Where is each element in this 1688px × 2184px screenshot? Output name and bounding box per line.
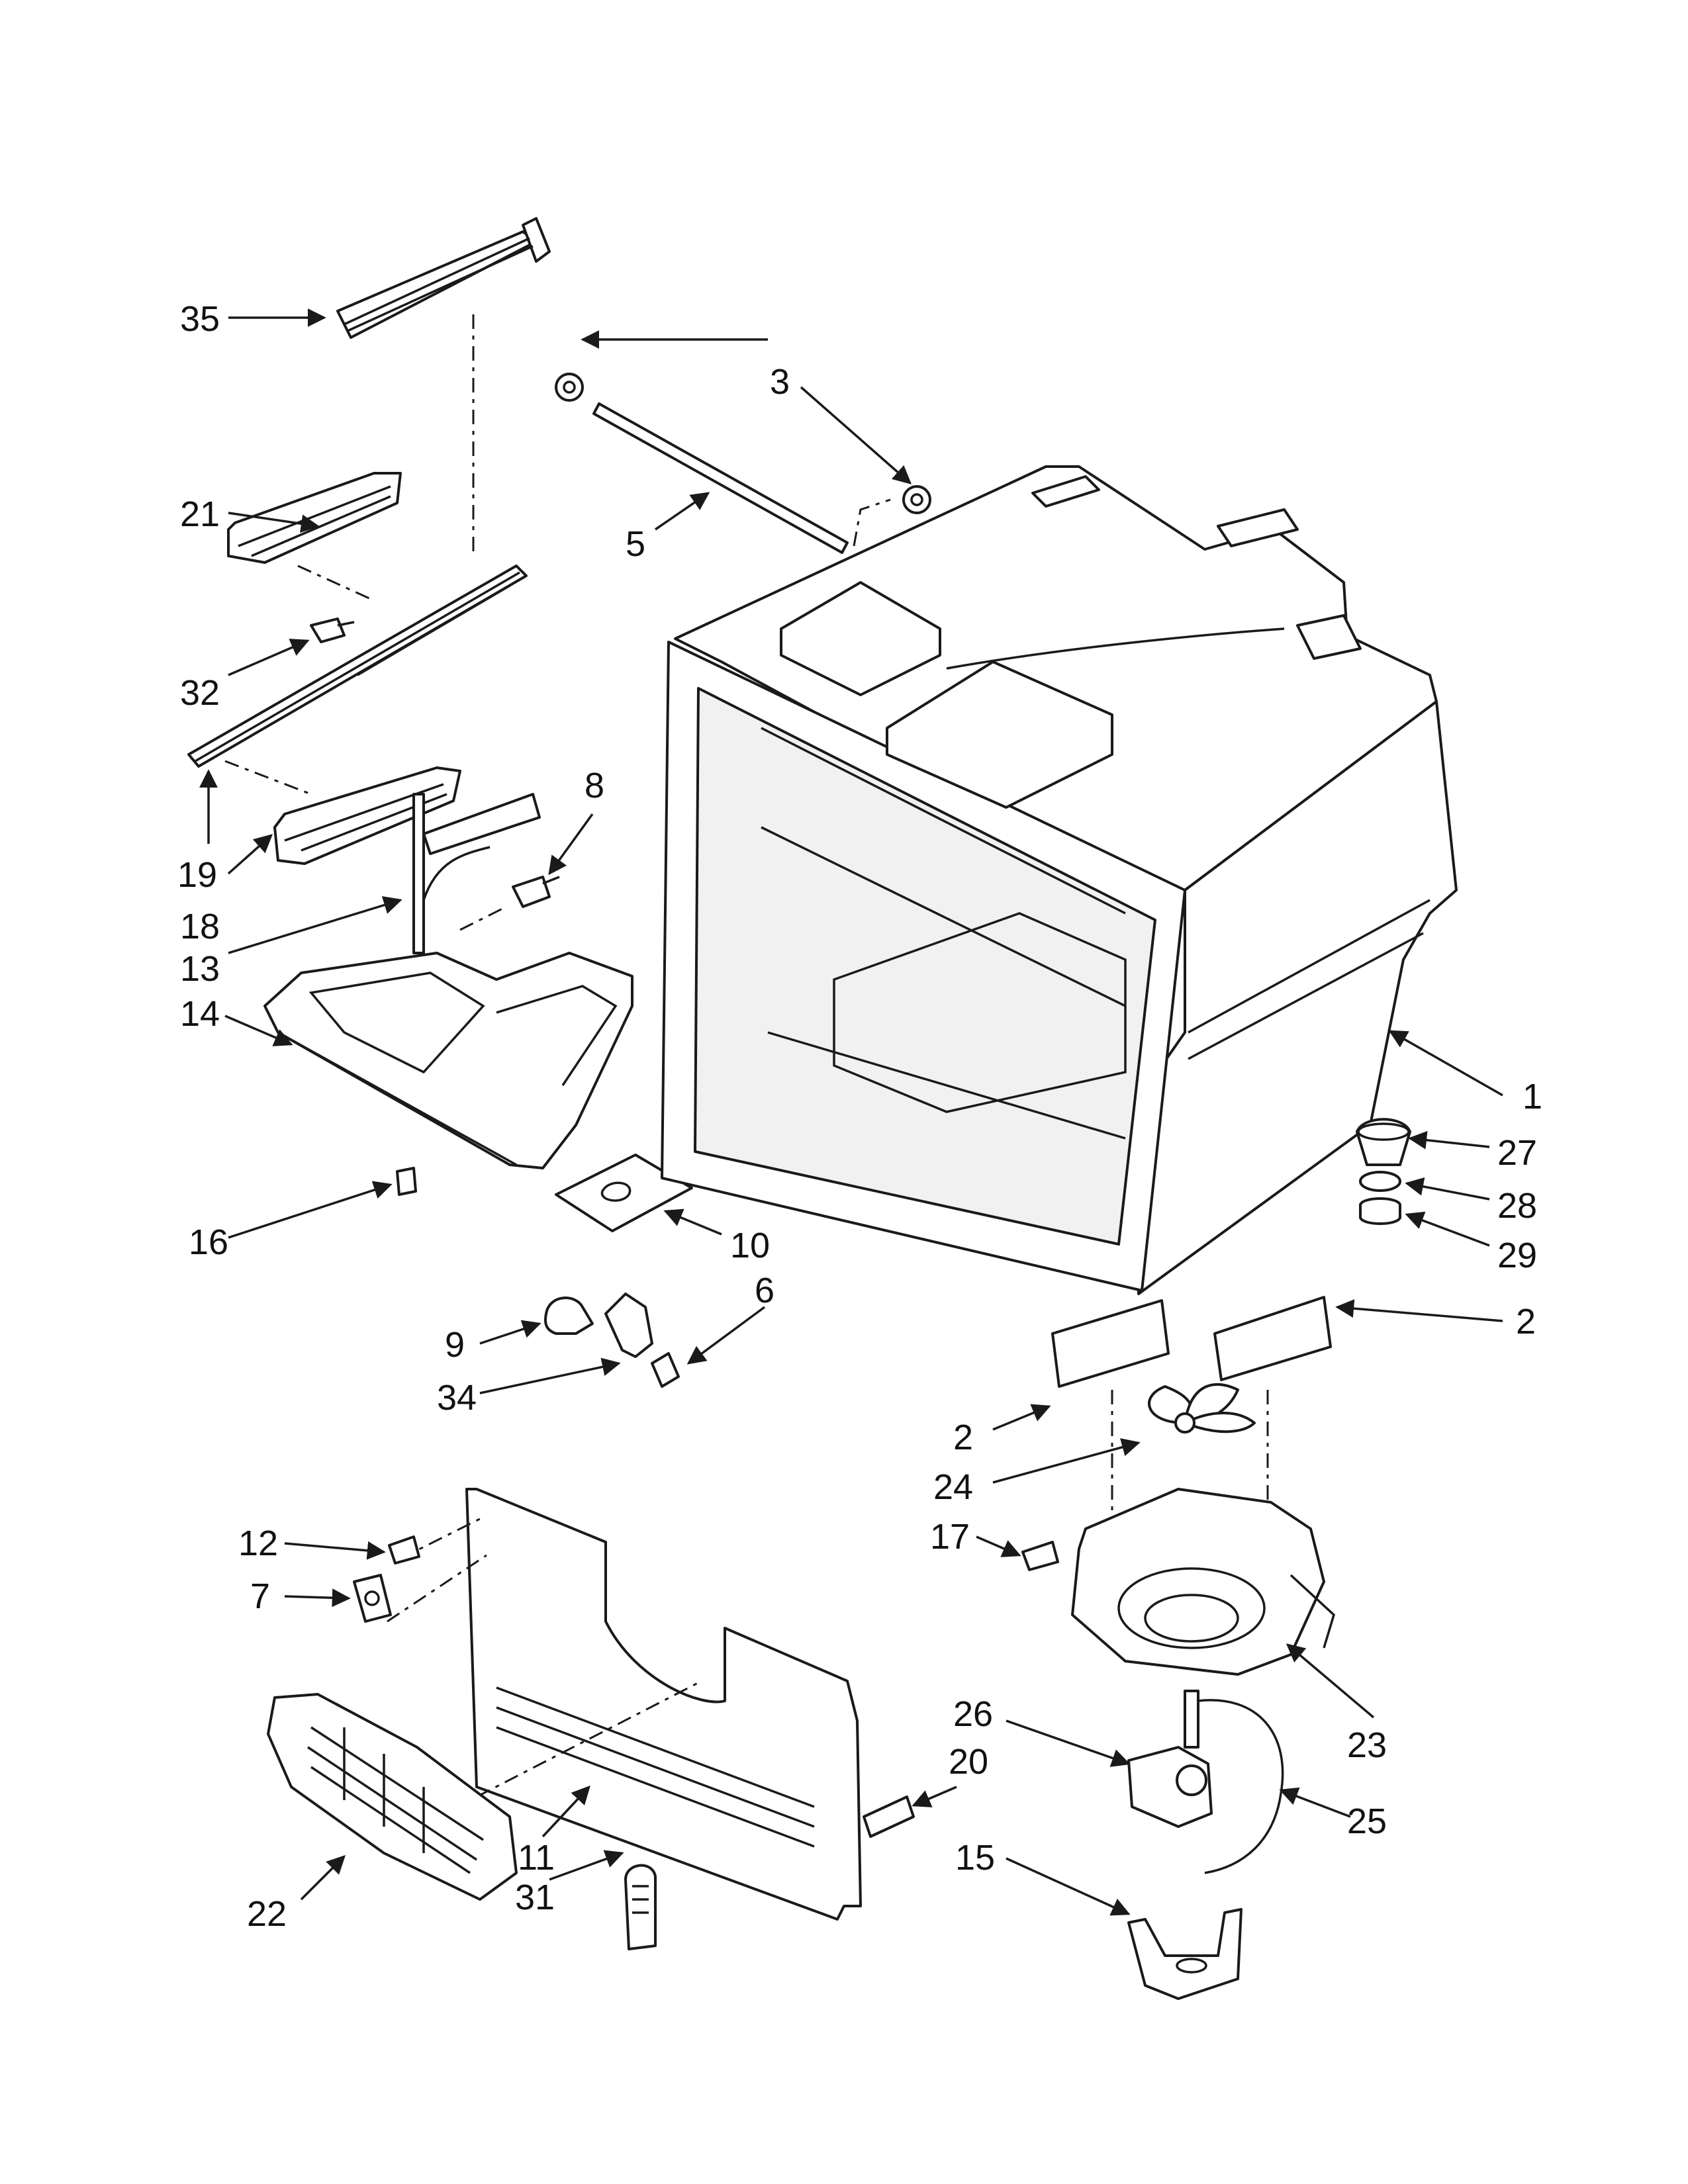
callout-15: 15	[955, 1838, 995, 1878]
callout-21: 21	[180, 494, 220, 534]
part-34-socket	[604, 1293, 653, 1358]
callout-24: 24	[933, 1467, 973, 1507]
callout-3: 3	[770, 362, 790, 402]
leader-lines	[199, 308, 1503, 1916]
callout-12: 12	[238, 1524, 278, 1563]
part-7-socket	[353, 1574, 392, 1623]
alignment-line-8	[459, 905, 507, 931]
callout-18: 18	[180, 907, 220, 946]
callout-22: 22	[247, 1894, 287, 1934]
callout-13: 13	[180, 949, 220, 989]
part-28-ring	[1359, 1171, 1401, 1192]
callout-28: 28	[1497, 1186, 1537, 1226]
part-17-screw	[1021, 1541, 1059, 1571]
callout-11: 11	[518, 1838, 555, 1878]
part-31-light-cover	[624, 1864, 657, 1950]
callout-29: 29	[1497, 1236, 1537, 1275]
callout-17: 17	[930, 1517, 970, 1557]
part-12-screw	[388, 1535, 420, 1565]
callout-23: 23	[1347, 1725, 1387, 1765]
callout-2-right: 2	[1516, 1302, 1536, 1342]
callout-1: 1	[1523, 1077, 1542, 1116]
callout-16: 16	[189, 1222, 228, 1262]
part-13-bracket	[412, 793, 541, 954]
part-26-fan-motor	[1127, 1690, 1213, 1828]
callout-32: 32	[180, 673, 220, 713]
callout-5: 5	[626, 524, 645, 564]
part-1-freezer-liner	[661, 465, 1458, 1295]
alignment-line-22	[476, 1680, 702, 1798]
part-2-foam-block-left	[1051, 1299, 1170, 1388]
callout-25: 25	[1347, 1801, 1387, 1841]
callout-2-left: 2	[953, 1418, 973, 1457]
part-32-screw	[310, 617, 355, 643]
callout-26: 26	[953, 1694, 993, 1734]
callout-19: 19	[177, 855, 217, 895]
alignment-line-5	[853, 498, 891, 547]
part-35-rail	[336, 217, 551, 339]
part-10-sheet	[555, 1154, 693, 1232]
part-27-drain-cup	[1356, 1118, 1411, 1166]
alignment-line-21	[297, 565, 371, 600]
part-24-fan-blade	[1148, 1383, 1256, 1433]
alignment-line-19	[224, 760, 312, 796]
callout-9: 9	[445, 1325, 465, 1365]
callout-10: 10	[730, 1226, 770, 1265]
callout-6: 6	[755, 1271, 774, 1310]
part-15-motor-bracket	[1127, 1908, 1243, 2000]
alignment-line-7	[387, 1554, 487, 1623]
part-19-slide-rail	[187, 565, 528, 768]
part-9-bulb	[543, 1297, 594, 1335]
part-8-screw	[512, 876, 560, 908]
callout-31: 31	[515, 1878, 555, 1917]
callout-8: 8	[585, 766, 604, 805]
part-5-shaft	[592, 402, 849, 554]
callout-35: 35	[180, 299, 220, 339]
alignment-line-12	[400, 1518, 481, 1560]
part-23-fan-shroud	[1071, 1488, 1335, 1676]
part-29-washer	[1359, 1197, 1401, 1225]
part-2-foam-block-right	[1213, 1296, 1332, 1381]
part-22-grille	[267, 1693, 518, 1901]
callout-7: 7	[250, 1576, 270, 1616]
part-3-gear-right	[902, 485, 931, 514]
part-6-connector	[651, 1352, 680, 1388]
part-20-foam-strip	[863, 1796, 915, 1838]
part-16-clip	[396, 1167, 417, 1196]
callout-14: 14	[180, 994, 220, 1034]
callout-27: 27	[1497, 1133, 1537, 1173]
part-3-gear-left	[555, 373, 584, 402]
callout-34: 34	[437, 1378, 477, 1418]
callout-20: 20	[949, 1742, 988, 1782]
part-14-cover	[263, 952, 633, 1169]
callout-labels: 35 3 21 5 32 8 19 18 13 14 1 27 28 29 16…	[177, 299, 1542, 1934]
